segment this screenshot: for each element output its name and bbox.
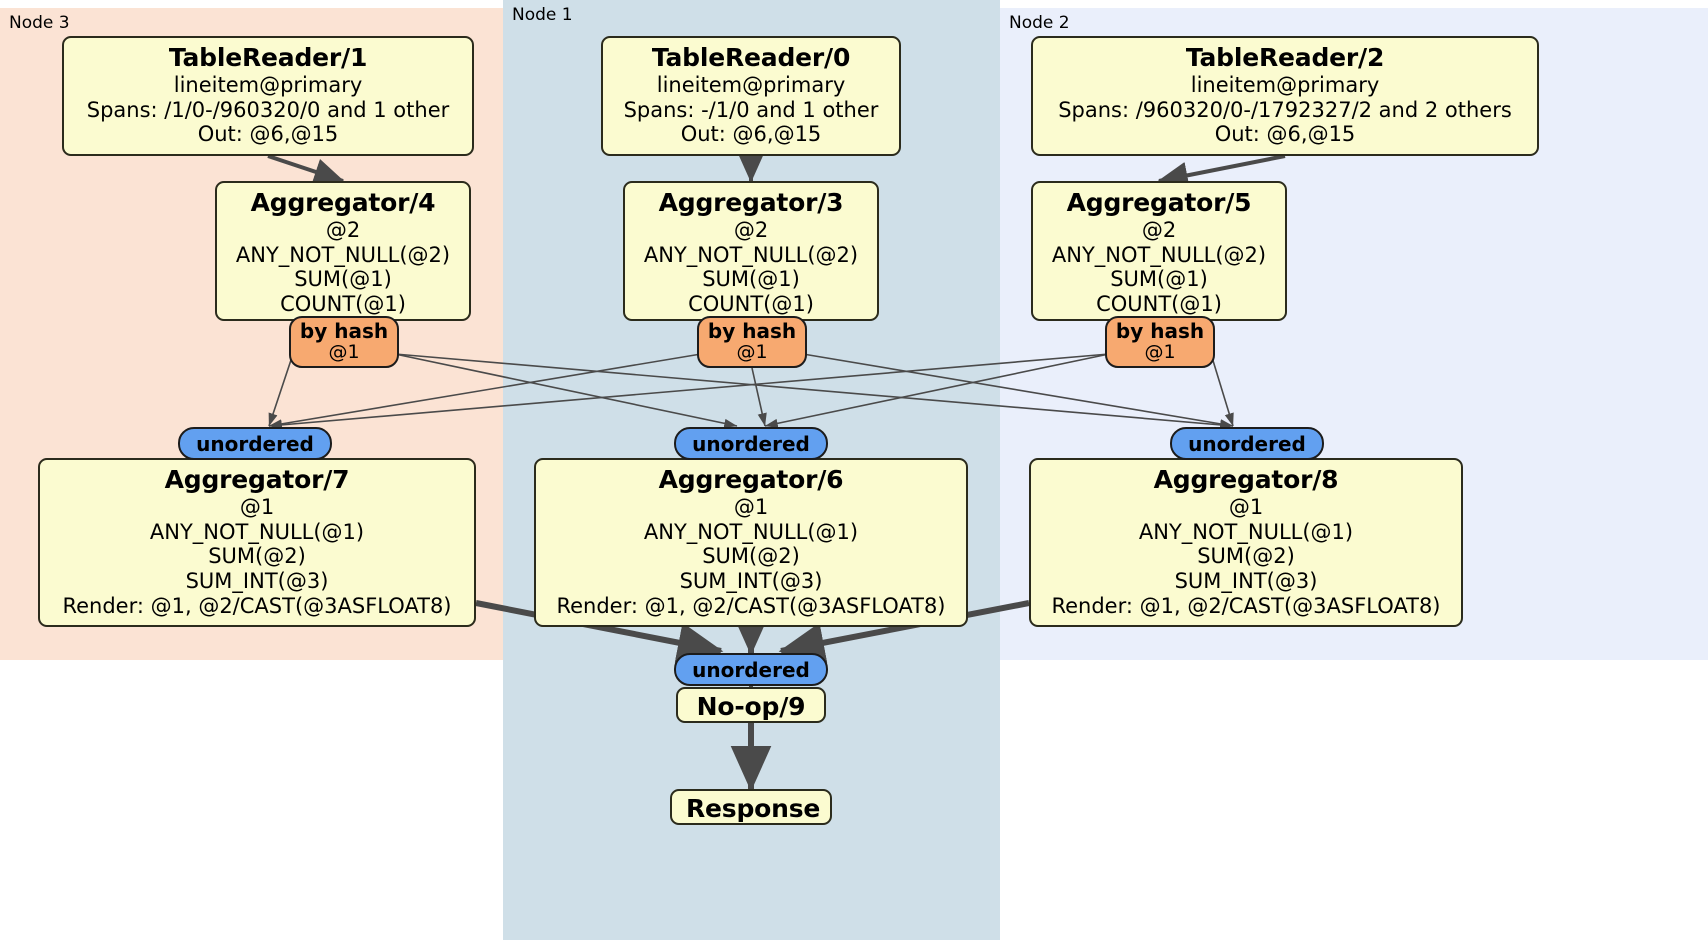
router-label: by hash [299, 319, 389, 343]
processor-detail-line: @1 [239, 495, 275, 520]
processor-title: Aggregator/5 [1066, 188, 1252, 217]
processor-detail-line: SUM(@2) [1197, 544, 1295, 569]
processor-title: TableReader/0 [651, 43, 851, 72]
processor-title: Aggregator/7 [164, 465, 350, 494]
synchronizer-label: unordered [196, 432, 314, 456]
processor-response[interactable]: Response [670, 789, 832, 825]
region-label-node-2: Node 2 [1009, 13, 1070, 33]
processor-detail-line: @2 [1141, 218, 1177, 243]
processor-detail-line: lineitem@primary [173, 73, 363, 98]
processor-title: Aggregator/3 [658, 188, 844, 217]
processor-detail-line: ANY_NOT_NULL(@2) [1051, 242, 1267, 267]
router-label: by hash [707, 319, 797, 343]
synchronizer-unordered[interactable]: unordered [178, 427, 332, 460]
router-column: @1 [328, 341, 360, 363]
router-column: @1 [1144, 341, 1176, 363]
processor-title: Aggregator/8 [1153, 465, 1339, 494]
processor-detail-line: SUM_INT(@3) [185, 568, 329, 593]
processor-detail-line: SUM_INT(@3) [679, 568, 823, 593]
router-by-hash[interactable]: by hash@1 [697, 316, 807, 368]
processor-title: No-op/9 [696, 692, 806, 721]
processor-detail-line: Spans: /1/0-/960320/0 and 1 other [86, 97, 450, 122]
synchronizer-label: unordered [1188, 432, 1306, 456]
processor-detail-line: @2 [325, 218, 361, 243]
synchronizer-unordered[interactable]: unordered [1170, 427, 1324, 460]
processor-title: Aggregator/4 [250, 188, 436, 217]
processor-detail-line: @1 [733, 495, 769, 520]
synchronizer-label: unordered [692, 658, 810, 682]
processor-detail-line: SUM(@1) [702, 267, 800, 292]
region-label-node-1: Node 1 [512, 5, 573, 25]
processor-detail-line: Out: @6,@15 [680, 122, 822, 147]
processor-title: Aggregator/6 [658, 465, 844, 494]
router-by-hash[interactable]: by hash@1 [289, 316, 399, 368]
synchronizer-label: unordered [692, 432, 810, 456]
router-label: by hash [1115, 319, 1205, 343]
processor-no-op-9[interactable]: No-op/9 [676, 687, 826, 723]
processor-title: Response [686, 794, 821, 823]
processor-detail-line: SUM(@2) [702, 544, 800, 569]
processor-detail-line: lineitem@primary [1190, 73, 1380, 98]
synchronizer-unordered[interactable]: unordered [674, 653, 828, 686]
router-by-hash[interactable]: by hash@1 [1105, 316, 1215, 368]
processor-detail-line: Spans: -/1/0 and 1 other [623, 97, 879, 122]
processor-detail-line: Render: @1, @2/CAST(@3ASFLOAT8) [62, 593, 452, 618]
processor-detail-line: ANY_NOT_NULL(@1) [149, 519, 365, 544]
processor-detail-line: Render: @1, @2/CAST(@3ASFLOAT8) [556, 593, 946, 618]
processor-detail-line: Render: @1, @2/CAST(@3ASFLOAT8) [1051, 593, 1441, 618]
processor-detail-line: Spans: /960320/0-/1792327/2 and 2 others [1058, 97, 1512, 122]
processor-detail-line: ANY_NOT_NULL(@1) [1138, 519, 1354, 544]
processor-detail-line: ANY_NOT_NULL(@2) [643, 242, 859, 267]
router-column: @1 [736, 341, 768, 363]
processor-detail-line: SUM(@2) [208, 544, 306, 569]
processor-detail-line: COUNT(@1) [280, 291, 406, 316]
processor-detail-line: SUM(@1) [294, 267, 392, 292]
processor-detail-line: COUNT(@1) [688, 291, 814, 316]
processor-detail-line: @1 [1228, 495, 1264, 520]
processor-detail-line: @2 [733, 218, 769, 243]
processor-title: TableReader/1 [168, 43, 368, 72]
region-label-node-3: Node 3 [9, 13, 70, 33]
processor-detail-line: SUM_INT(@3) [1174, 568, 1318, 593]
processor-detail-line: ANY_NOT_NULL(@1) [643, 519, 859, 544]
processor-detail-line: ANY_NOT_NULL(@2) [235, 242, 451, 267]
processor-detail-line: SUM(@1) [1110, 267, 1208, 292]
synchronizer-unordered[interactable]: unordered [674, 427, 828, 460]
processor-title: TableReader/2 [1185, 43, 1385, 72]
processor-detail-line: Out: @6,@15 [1214, 122, 1356, 147]
processor-detail-line: Out: @6,@15 [197, 122, 339, 147]
processor-detail-line: lineitem@primary [656, 73, 846, 98]
processor-detail-line: COUNT(@1) [1096, 291, 1222, 316]
